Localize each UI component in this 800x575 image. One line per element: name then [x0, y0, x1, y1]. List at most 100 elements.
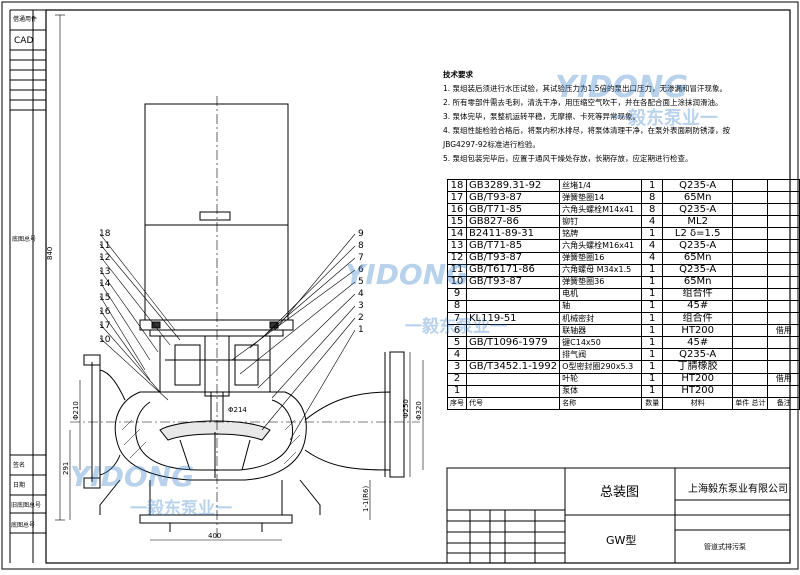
bom-cell-note [767, 360, 800, 374]
bom-cell-unit [732, 372, 769, 386]
bom-cell-mat: HT200 [662, 384, 734, 398]
callout-left: 15 [99, 293, 110, 303]
callout-left: 18 [99, 229, 111, 239]
bom-cell-name: 键C14x50 [559, 336, 643, 350]
bom-cell-mat: 组合件 [662, 312, 734, 326]
bom-header-qty: 数量 [641, 396, 664, 410]
bom-cell-name: 丝堵1/4 [559, 178, 643, 193]
sidebar-cad: CAD [14, 36, 34, 46]
bom-cell-qty: 1 [641, 178, 664, 193]
bom-cell-unit [732, 251, 769, 265]
bom-cell-name: 泵体 [559, 384, 643, 398]
bom-cell-qty: 1 [641, 324, 664, 338]
callout-right: 4 [358, 289, 364, 299]
bom-cell-name: 弹簧垫圈36 [559, 275, 643, 289]
bom-cell-name: 轴 [559, 299, 643, 314]
bom-cell-code [465, 287, 561, 301]
bom-cell-unit [732, 227, 769, 241]
bom-cell-mat: 65Mn [662, 251, 734, 265]
bom-cell-name: 六角头螺栓M16x41 [559, 239, 643, 253]
company-name: 上海毅东泵业有限公司 [688, 484, 788, 495]
bom-cell-name: 排气阀 [559, 348, 643, 362]
bom-cell-unit [732, 275, 769, 289]
bom-cell-qty: 1 [641, 299, 664, 314]
bom-cell-name: 铭牌 [559, 227, 643, 241]
bom-cell-qty: 1 [641, 263, 664, 277]
bom-cell-qty: 8 [641, 191, 664, 205]
callouts-left: 18 11 12 13 14 15 16 17 10 [99, 229, 111, 345]
bom-cell-note [767, 336, 800, 350]
dim-height-base: 291 [62, 462, 70, 475]
bom-cell-qty: 1 [641, 275, 664, 289]
bom-cell-note: 借用 [767, 372, 800, 386]
bom-cell-unit [732, 215, 769, 229]
bom-header-mat: 材料 [662, 396, 734, 410]
callout-left: 11 [99, 241, 110, 251]
bom-cell-qty: 1 [641, 360, 664, 374]
bom-cell-mat: 组合件 [662, 287, 734, 301]
bom-header-note: 备注 [767, 396, 800, 410]
bom-cell-no: 16 [447, 203, 467, 217]
bom-cell-note [767, 384, 800, 398]
bom-cell-code: GB3289.31-92 [465, 178, 561, 193]
bom-cell-code: GB/T93-87 [465, 275, 561, 289]
bom-cell-unit [732, 299, 769, 314]
bom-cell-code: GB/T3452.1-1992 [465, 360, 561, 374]
bom-cell-name: 铆钉 [559, 215, 643, 229]
bom-cell-unit [732, 348, 769, 362]
bom-cell-note [767, 263, 800, 277]
watermark-logo: 一毅东泵业一 [610, 108, 718, 129]
watermark-logo: 一毅东泵业一 [405, 317, 507, 337]
callout-left: 17 [99, 321, 110, 331]
bom-cell-name: 弹簧垫圈16 [559, 251, 643, 265]
bom-cell-mat: Q235-A [662, 239, 734, 253]
callout-left: 12 [99, 253, 110, 263]
notes-line: 1. 泵组装后须进行水压试验，其试验压力为1.5倍的泵出口压力，无渗漏和冒汗现象… [443, 84, 727, 93]
notes-line: 3. 泵体完毕，泵整机运转平稳，无摩擦、卡死等异常现象。 [443, 112, 641, 121]
bom-cell-note [767, 312, 800, 326]
bom-cell-qty: 1 [641, 348, 664, 362]
bom-cell-note [767, 191, 800, 205]
bom-cell-no: 14 [447, 227, 467, 241]
watermark-logo: YIDONG [70, 460, 195, 493]
bom-cell-mat: Q235-A [662, 263, 734, 277]
dim-flange-right: Φ320 [415, 401, 423, 420]
bom-cell-code: B2411-89-31 [465, 227, 561, 241]
bom-header-name: 名称 [559, 396, 643, 410]
motor-nameplate [199, 211, 231, 221]
bom-header-no: 序号 [447, 396, 467, 410]
bom-cell-code: GB/T93-87 [465, 191, 561, 205]
bom-cell-note [767, 275, 800, 289]
bom-cell-code: GB827-86 [465, 215, 561, 229]
callout-left: 10 [99, 335, 111, 345]
callout-right: 7 [358, 253, 364, 263]
pump-assembly [55, 14, 424, 541]
bom-cell-qty: 1 [641, 312, 664, 326]
bom-cell-unit [732, 287, 769, 301]
bom-cell-unit [732, 312, 769, 326]
bom-cell-code [465, 384, 561, 398]
dim-flange-dia: Φ210 [72, 401, 80, 420]
callout-right: 9 [358, 229, 364, 239]
bom-cell-mat: 45# [662, 336, 734, 350]
bom-cell-unit [732, 191, 769, 205]
watermark-logo: 一毅东泵业一 [130, 499, 232, 519]
bom-cell-no: 17 [447, 191, 467, 205]
bom-cell-mat: 65Mn [662, 275, 734, 289]
bom-cell-qty: 8 [641, 203, 664, 217]
bom-cell-mat: 65Mn [662, 191, 734, 205]
